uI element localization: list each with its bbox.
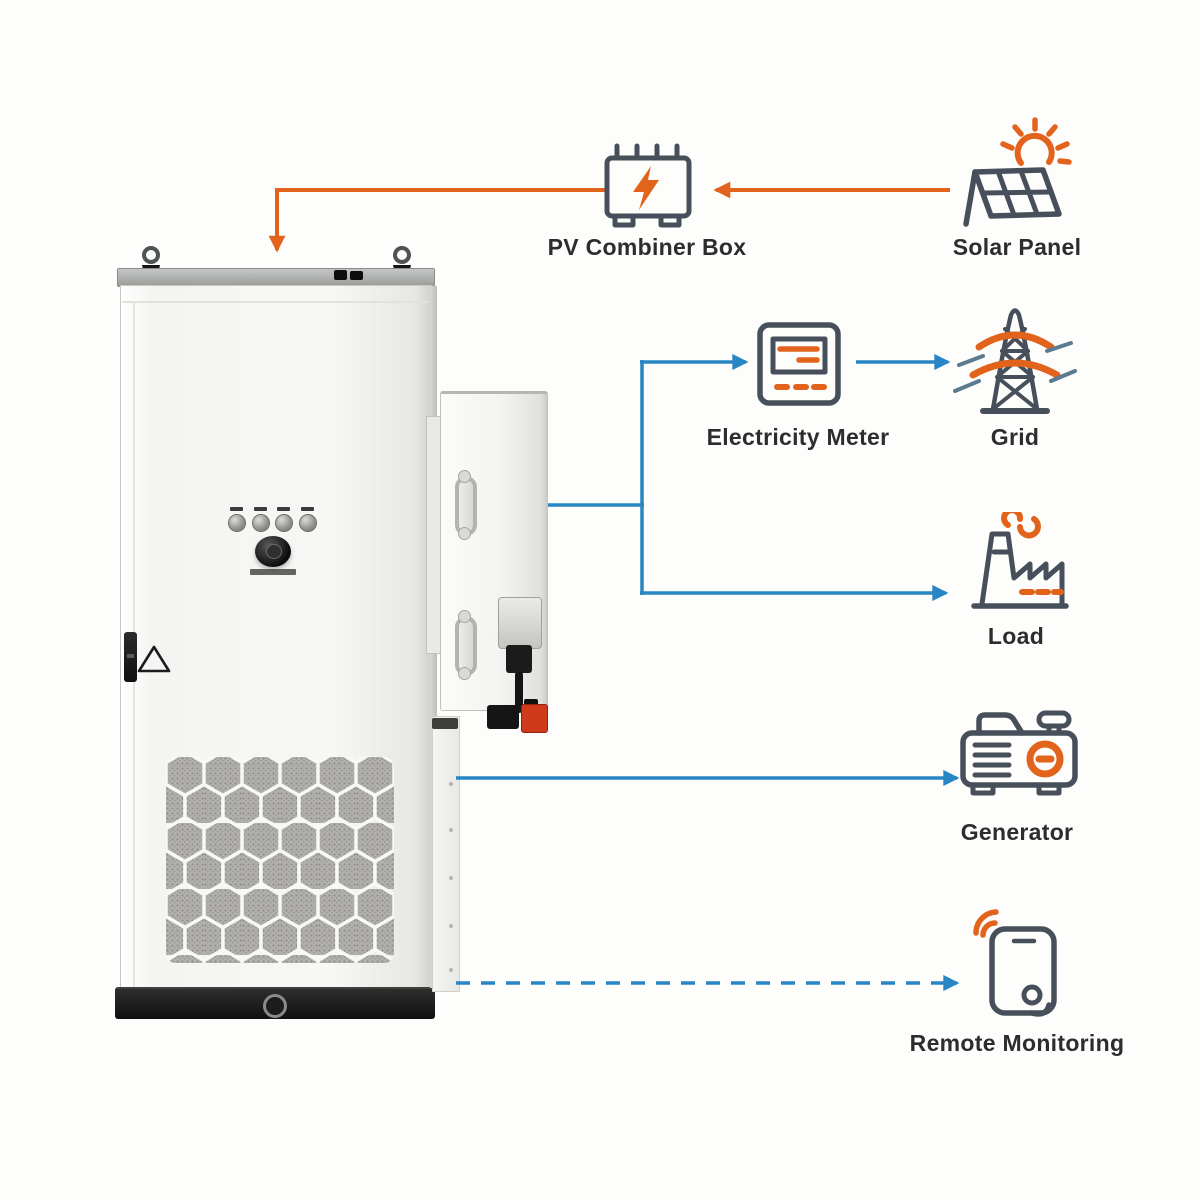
screw [449,828,453,832]
side-panel [432,716,460,992]
connector-block [498,597,542,649]
electricity-meter-icon [757,322,841,406]
mc4-connector-red-body [521,704,548,733]
smartphone-wifi-icon [973,909,1057,1017]
door-handle-notch [127,654,134,658]
generator-icon [960,710,1078,796]
grid-tower-icon [953,308,1077,414]
led-label-mark [254,507,267,511]
handle-bolt [458,470,471,483]
led-label-mark [301,507,314,511]
connector-cable [515,671,523,713]
side-panel-cap [432,718,458,729]
pv-combiner-label: PV Combiner Box [547,234,747,260]
remote-monitoring-label: Remote Monitoring [909,1030,1125,1056]
handle-bolt [458,667,471,680]
handle-bolt [458,610,471,623]
connector-plug [506,645,532,673]
screw [449,876,453,880]
cabinet-top-clamp [334,270,347,280]
load-label: Load [987,623,1045,649]
generator-label: Generator [960,819,1074,845]
front-knob-center [266,544,282,559]
status-led [299,514,317,532]
screw [449,924,453,928]
pv-combiner-box-icon [604,143,692,228]
status-led [228,514,246,532]
led-label-mark [230,507,243,511]
solar-panel-label: Solar Panel [952,234,1082,260]
honeycomb-vent [166,757,394,963]
cabinet-top-clamp [350,271,363,280]
warning-triangle-icon [137,645,171,673]
factory-load-icon [971,512,1069,609]
mc4-connector-red [524,699,538,707]
handle-bolt [458,527,471,540]
status-led [252,514,270,532]
mc4-connector-black [487,705,519,729]
door-seam [122,301,428,303]
screw [449,968,453,972]
base-emblem [263,994,287,1018]
screw [449,782,453,786]
electricity-meter-label: Electricity Meter [706,424,890,450]
grid-label: Grid [990,424,1040,450]
solar-panel-icon [963,117,1072,227]
brand-mark [250,569,296,575]
status-led [275,514,293,532]
led-label-mark [277,507,290,511]
